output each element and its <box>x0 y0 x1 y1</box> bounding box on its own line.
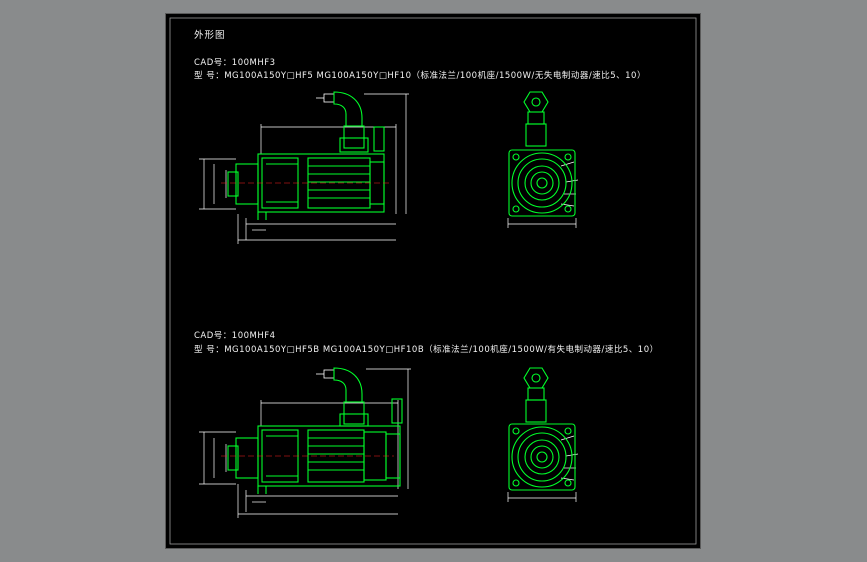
drawing-title: 外形图 <box>194 30 226 41</box>
motor-1-side-body <box>227 91 385 220</box>
model-1-cad-code: CAD号：100MHF3 <box>194 58 276 68</box>
motor-1-front-view <box>507 91 579 228</box>
motor-1-side-view <box>199 91 409 244</box>
drawing-sheet: 外形图 CAD号：100MHF3 型 号：MG100A150Y□HF5 MG10… <box>165 13 701 549</box>
motor-2-side-dimensions <box>199 368 411 518</box>
model-2-cad-code: CAD号：100MHF4 <box>194 331 276 341</box>
motor-1-side-dimensions <box>199 93 409 244</box>
motor-2-front-body <box>508 367 576 491</box>
model-1-model-line: 型 号：MG100A150Y□HF5 MG100A150Y□HF10（标准法兰/… <box>194 71 646 81</box>
motor-2-side-view <box>199 367 411 518</box>
motor-2-front-view <box>507 367 579 502</box>
motor-1-front-body <box>508 91 576 217</box>
motor-2-front-dimensions <box>507 435 579 502</box>
model-2-model-line: 型 号：MG100A150Y□HF5B MG100A150Y□HF10B（标准法… <box>194 345 659 355</box>
